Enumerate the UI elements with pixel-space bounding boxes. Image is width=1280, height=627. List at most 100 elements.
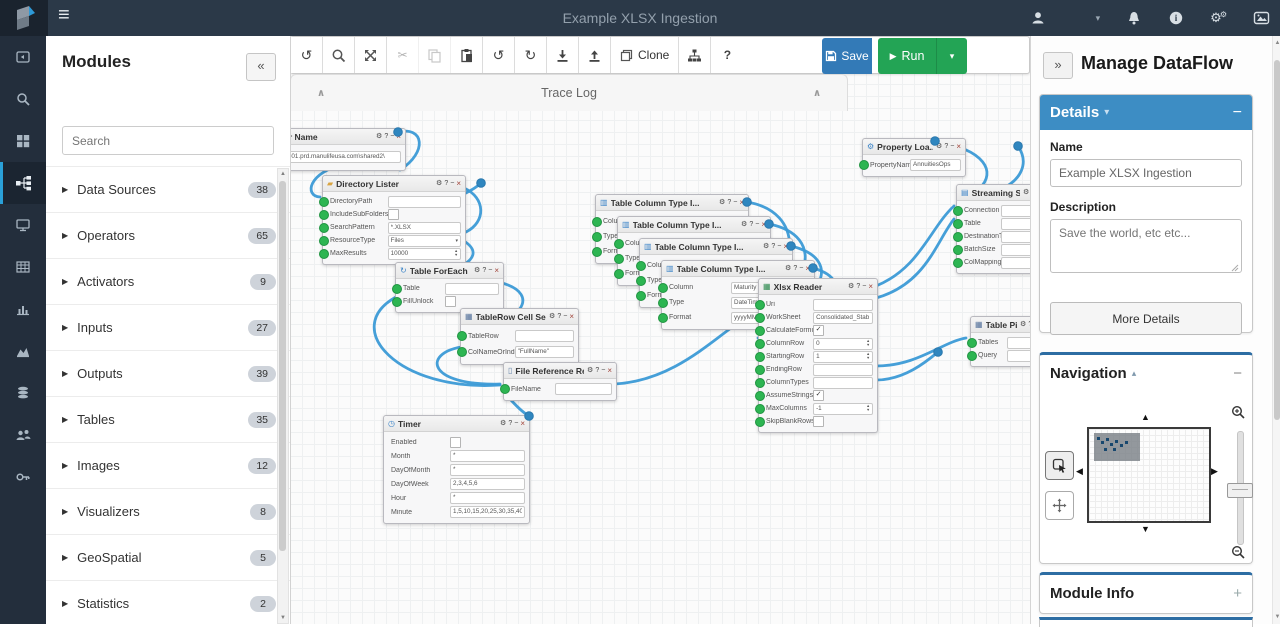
scroll-up-icon[interactable]: ▲ bbox=[1274, 40, 1280, 46]
more-details-button[interactable]: More Details bbox=[1050, 302, 1242, 335]
expand-button[interactable] bbox=[355, 37, 387, 73]
connection-curve[interactable] bbox=[874, 204, 956, 288]
field-input[interactable] bbox=[1000, 204, 1030, 217]
field-input[interactable]: "FullName" bbox=[514, 346, 574, 358]
navigation-caret-icon[interactable]: ▴ bbox=[1131, 368, 1137, 378]
input-port[interactable] bbox=[592, 216, 602, 227]
input-port[interactable] bbox=[636, 260, 646, 271]
node-minimize-icon[interactable]: − bbox=[601, 366, 606, 374]
rail-users-icon[interactable] bbox=[0, 414, 46, 456]
input-port[interactable] bbox=[755, 325, 765, 336]
connection-curve[interactable] bbox=[462, 186, 483, 234]
node-tablerow-cell-selector[interactable]: ▦TableRow Cell Sel...⚙?−×TableRowColName… bbox=[457, 308, 579, 365]
node-help-icon[interactable]: ? bbox=[856, 282, 861, 290]
input-port[interactable] bbox=[755, 299, 765, 310]
input-port[interactable] bbox=[457, 347, 467, 357]
node-help-icon[interactable]: ? bbox=[557, 312, 562, 320]
node-close-icon[interactable]: × bbox=[494, 265, 499, 275]
node-folder-name[interactable]: ▰Folder Name⚙?−×\\gitconfile01.prd.manul… bbox=[290, 128, 406, 171]
field-input[interactable] bbox=[1000, 243, 1030, 256]
connection-curve[interactable] bbox=[1000, 144, 1025, 191]
node-close-icon[interactable]: × bbox=[569, 311, 574, 321]
rail-modules-grid-icon[interactable] bbox=[0, 120, 46, 162]
node-close-icon[interactable]: × bbox=[607, 365, 612, 375]
node-settings-icon[interactable]: ⚙ bbox=[436, 179, 443, 187]
user-icon[interactable] bbox=[1030, 10, 1046, 26]
clone-button[interactable]: Clone bbox=[611, 37, 680, 73]
details-collapse-icon[interactable]: − bbox=[1232, 103, 1242, 121]
input-port[interactable] bbox=[319, 222, 329, 233]
sitemap-button[interactable] bbox=[679, 37, 712, 73]
select-region-button[interactable] bbox=[1045, 451, 1074, 480]
trace-expand-left-icon[interactable]: ∧ bbox=[316, 87, 326, 99]
connection-curve[interactable] bbox=[372, 295, 502, 387]
input-port[interactable] bbox=[755, 390, 765, 401]
scrollbar-thumb[interactable] bbox=[1274, 60, 1280, 420]
node-help-icon[interactable]: ? bbox=[727, 198, 732, 206]
node-close-icon[interactable]: × bbox=[956, 141, 961, 151]
app-logo[interactable] bbox=[0, 0, 48, 36]
run-button[interactable]: ▶ Run bbox=[878, 38, 936, 74]
node-settings-icon[interactable]: ⚙ bbox=[1023, 188, 1030, 196]
field-input[interactable]: *.XLSX bbox=[387, 221, 461, 234]
node-settings-icon[interactable]: ⚙ bbox=[376, 132, 383, 140]
panel-scrollbar[interactable]: ▲ ▼ bbox=[1272, 36, 1280, 624]
details-card-header[interactable]: Details ▾ − bbox=[1040, 95, 1252, 130]
field-input[interactable]: 2,3,4,5,6 bbox=[449, 478, 525, 490]
field-input[interactable]: 1,5,10,15,20,25,30,35,40,45,50,55 bbox=[449, 506, 525, 518]
node-minimize-icon[interactable]: − bbox=[777, 242, 782, 250]
input-port[interactable] bbox=[500, 384, 510, 394]
input-port[interactable] bbox=[392, 283, 402, 294]
node-minimize-icon[interactable]: − bbox=[862, 282, 867, 290]
input-port[interactable] bbox=[755, 312, 765, 323]
help-button[interactable]: ? bbox=[711, 37, 744, 73]
node-minimize-icon[interactable]: − bbox=[514, 419, 519, 427]
pan-move-button[interactable] bbox=[1045, 491, 1074, 520]
node-property-loader[interactable]: ⚙Property Loa...⚙?−×PropertyNameAnnuitie… bbox=[859, 138, 966, 177]
node-help-icon[interactable]: ? bbox=[508, 419, 513, 427]
run-options-caret[interactable]: ▾ bbox=[936, 38, 967, 74]
pan-down-arrow[interactable]: ▼ bbox=[1141, 524, 1150, 534]
field-input[interactable] bbox=[1000, 256, 1030, 269]
node-settings-icon[interactable]: ⚙ bbox=[500, 419, 507, 427]
input-port[interactable] bbox=[457, 331, 467, 341]
node-close-icon[interactable]: × bbox=[456, 178, 461, 188]
input-port[interactable] bbox=[859, 160, 869, 170]
navigation-minimap[interactable] bbox=[1087, 427, 1211, 523]
node-help-icon[interactable]: ? bbox=[444, 179, 449, 187]
modules-search-input[interactable] bbox=[62, 126, 274, 155]
save-button[interactable]: Save bbox=[822, 38, 872, 74]
zoom-out-icon[interactable] bbox=[1231, 545, 1246, 560]
module-info-expand-icon[interactable]: + bbox=[1233, 585, 1242, 602]
field-input[interactable] bbox=[514, 330, 574, 342]
node-minimize-icon[interactable]: − bbox=[733, 198, 738, 206]
navigation-collapse-icon[interactable]: − bbox=[1233, 365, 1242, 382]
trace-expand-right-icon[interactable]: ∧ bbox=[812, 87, 822, 99]
field-select[interactable]: Files▾ bbox=[387, 234, 461, 247]
input-port[interactable] bbox=[592, 231, 602, 242]
input-port[interactable] bbox=[953, 244, 963, 255]
input-port[interactable] bbox=[658, 282, 668, 293]
node-close-icon[interactable]: × bbox=[868, 281, 873, 291]
rail-displays-icon[interactable] bbox=[0, 204, 46, 246]
node-settings-icon[interactable]: ⚙ bbox=[587, 366, 594, 374]
name-input[interactable] bbox=[1050, 159, 1242, 187]
input-port[interactable] bbox=[658, 312, 668, 323]
spinner-arrows-icon[interactable]: ▲▼ bbox=[866, 404, 870, 412]
pan-left-arrow[interactable]: ◀ bbox=[1076, 466, 1083, 476]
panel-expand-button[interactable]: » bbox=[1043, 52, 1073, 79]
node-help-icon[interactable]: ? bbox=[771, 242, 776, 250]
input-port[interactable] bbox=[319, 209, 329, 220]
node-settings-icon[interactable]: ⚙ bbox=[763, 242, 770, 250]
zoom-slider-handle[interactable] bbox=[1227, 483, 1253, 498]
dataflow-canvas[interactable]: ▰Folder Name⚙?−×\\gitconfile01.prd.manul… bbox=[290, 36, 1030, 624]
node-close-icon[interactable]: × bbox=[761, 219, 766, 229]
node-close-icon[interactable]: × bbox=[783, 241, 788, 251]
field-spinner[interactable]: 10000▲▼ bbox=[387, 247, 461, 260]
field-spinner[interactable]: 1▲▼ bbox=[813, 350, 873, 363]
